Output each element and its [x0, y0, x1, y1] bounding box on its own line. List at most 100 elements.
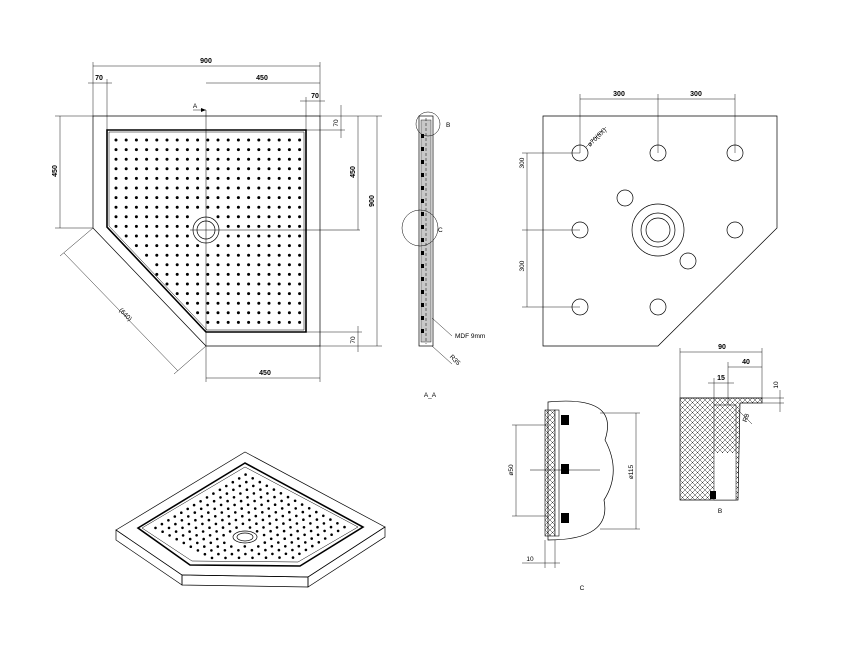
iso-dot [289, 526, 292, 529]
iso-dot [261, 518, 265, 522]
anti-slip-dot [257, 224, 261, 228]
iso-dot [257, 552, 261, 556]
anti-slip-dot [124, 224, 128, 228]
iso-dot [270, 545, 274, 548]
anti-slip-dot [287, 215, 291, 219]
anti-slip-dot [236, 263, 240, 267]
iso-dot [241, 514, 244, 518]
anti-slip-dot [124, 205, 128, 209]
iso-dot [207, 511, 210, 514]
anti-slip-dot [165, 234, 169, 238]
anti-slip-dot [257, 292, 261, 296]
anti-slip-dot [175, 157, 179, 161]
anti-slip-dot [277, 148, 281, 152]
foot [649, 298, 667, 316]
anti-slip-dot [134, 234, 138, 238]
anti-slip-dot [226, 186, 230, 190]
iso-dot [296, 529, 299, 533]
dim-half-height-left: 450 [52, 165, 59, 177]
iso-dot [237, 556, 241, 560]
anti-slip-dot [267, 244, 271, 248]
anti-slip-dot [185, 167, 189, 171]
anti-slip-dot [247, 205, 251, 209]
anti-slip-dot [298, 148, 302, 152]
anti-slip-dot [277, 215, 281, 219]
iso-dot [295, 514, 298, 518]
anti-slip-dot [165, 224, 169, 228]
iso-dot [205, 496, 209, 499]
iso-dot [309, 529, 313, 533]
anti-slip-dot [236, 292, 240, 296]
anti-slip-dot [196, 253, 200, 257]
anti-slip-dot [298, 176, 302, 180]
iso-dot [189, 545, 193, 548]
section-tick [421, 316, 424, 320]
anti-slip-dot [175, 244, 179, 248]
iso-dot [336, 529, 340, 533]
anti-slip-dot [247, 148, 251, 152]
iso-dot [263, 541, 267, 544]
iso-dot [196, 549, 200, 552]
section-tick [421, 329, 424, 333]
anti-slip-dot [196, 167, 200, 171]
detail-c-seal [561, 513, 569, 523]
iso-dot [291, 556, 295, 559]
anti-slip-dot [267, 301, 271, 305]
iso-dot [246, 496, 249, 499]
anti-slip-dot [124, 157, 128, 161]
section-ticks [421, 134, 424, 333]
tray-outline [92, 115, 321, 347]
iso-dot [209, 541, 213, 545]
iso-dot [298, 552, 301, 556]
anti-slip-dot [247, 292, 251, 296]
anti-slip-dot [196, 176, 200, 180]
anti-slip-dot [277, 196, 281, 200]
anti-slip-dot [134, 244, 138, 248]
anti-slip-dot [196, 263, 200, 267]
anti-slip-dot [196, 196, 200, 200]
foot [616, 189, 634, 207]
anti-slip-dot [257, 186, 261, 190]
detail-c-dim-outer-diameter: ø115 [628, 464, 635, 479]
anti-slip-dot [277, 234, 281, 238]
iso-dot [194, 526, 198, 530]
iso-dot [222, 533, 225, 537]
detail-c-dim-inner-diameter: ø50 [508, 464, 515, 476]
anti-slip-dot [287, 282, 291, 286]
anti-slip-dot [226, 215, 230, 219]
anti-slip-dot [236, 224, 240, 228]
anti-slip-dot [124, 196, 128, 200]
anti-slip-dot [165, 148, 169, 152]
anti-slip-dot [206, 272, 210, 276]
anti-slip-dot [216, 263, 220, 267]
anti-slip-dot [226, 196, 230, 200]
anti-slip-dot [267, 263, 271, 267]
anti-slip-dot [247, 196, 251, 200]
anti-slip-dot [165, 167, 169, 171]
anti-slip-dot [216, 167, 220, 171]
anti-slip-dot [185, 301, 189, 305]
iso-dot [234, 511, 237, 514]
anti-slip-dot [267, 167, 271, 171]
anti-slip-dot [267, 215, 271, 219]
anti-slip-dot [165, 176, 169, 180]
dim-spacing-right: 300 [690, 91, 702, 98]
section-tick [421, 173, 424, 177]
iso-dot [269, 537, 273, 541]
iso-dot [235, 526, 238, 529]
anti-slip-dot [236, 196, 240, 200]
anti-slip-dots [114, 138, 302, 324]
anti-slip-dot [247, 176, 251, 180]
anti-slip-dot [206, 320, 210, 324]
anti-slip-dot [185, 282, 189, 286]
drain-outer [192, 216, 220, 244]
iso-dot [316, 525, 319, 529]
anti-slip-dot [206, 282, 210, 286]
foot-label: ø70(8X) [586, 127, 608, 149]
iso-dot [192, 503, 196, 507]
anti-slip-dot [134, 176, 138, 180]
anti-slip-dot [216, 311, 220, 315]
anti-slip-dot [287, 320, 291, 324]
anti-slip-dot [185, 263, 189, 267]
